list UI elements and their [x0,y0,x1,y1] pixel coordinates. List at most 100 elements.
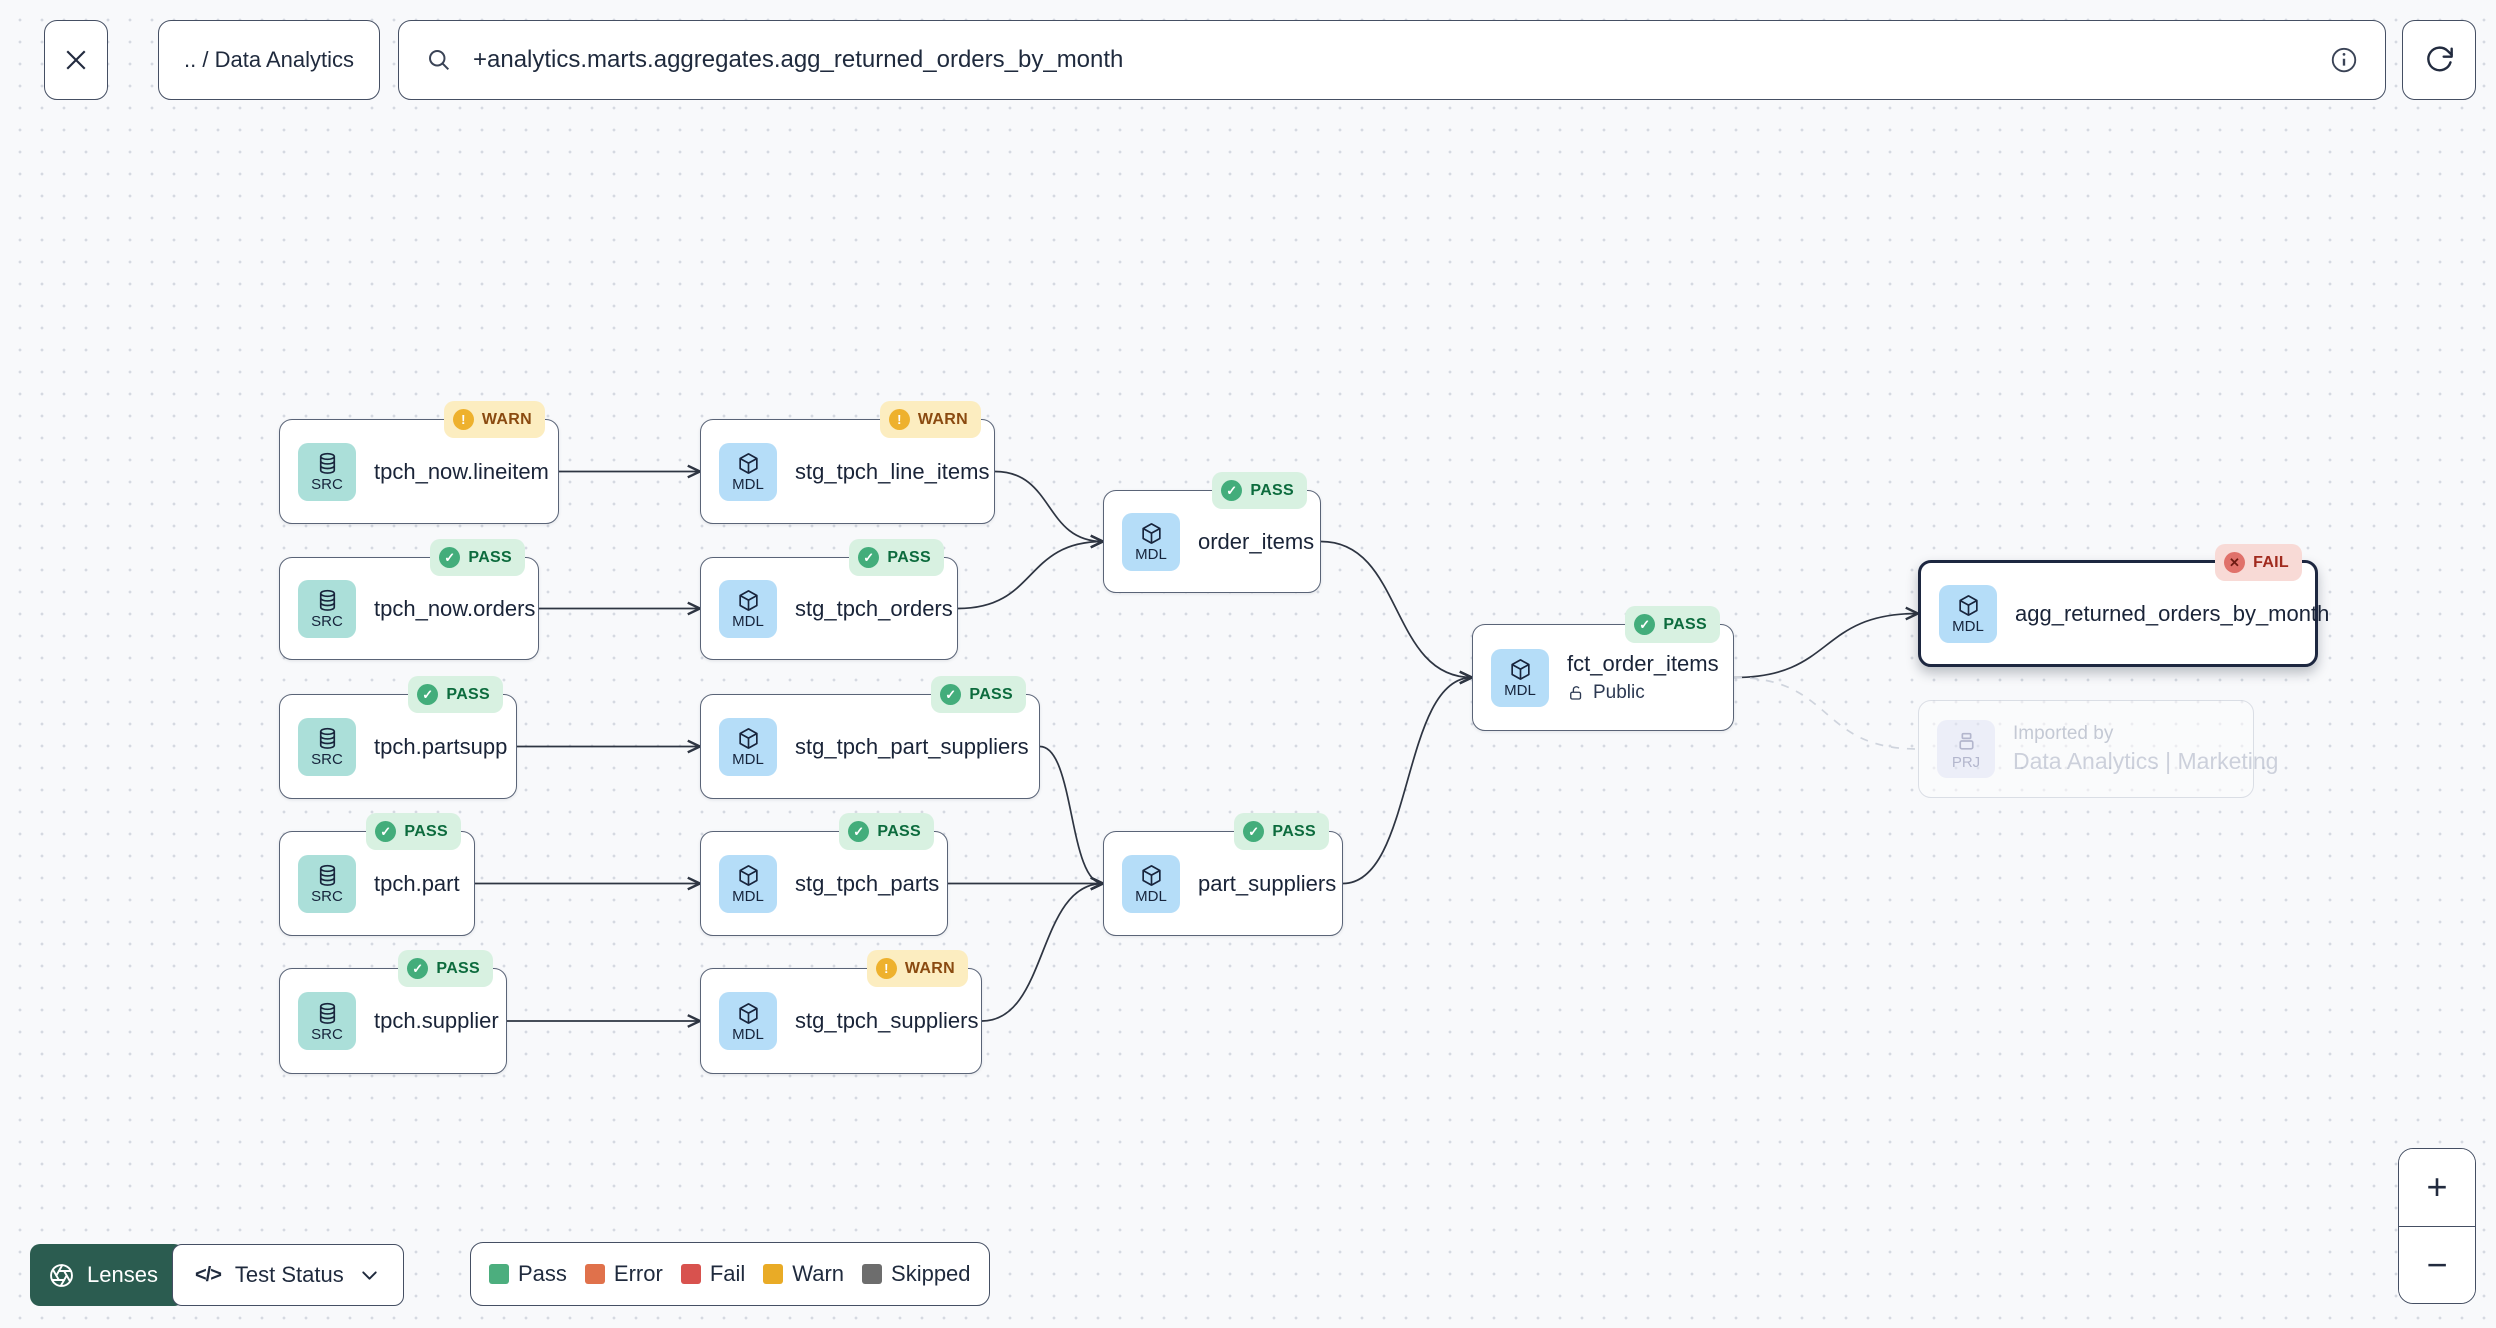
node-stg_tpch_orders[interactable]: MDL stg_tpch_orders ✓PASS [700,539,958,660]
status-badge-pass: ✓PASS [1212,472,1307,509]
node-text: tpch.part [374,870,460,897]
mdl-icon: MDL [1491,648,1549,707]
node-title: tpch_now.lineitem [374,458,549,484]
status-dot-icon: ✓ [407,958,429,979]
status-badge-pass: ✓PASS [1625,606,1720,643]
node-text: tpch.partsupp [374,734,507,760]
node-text: stg_tpch_parts [795,870,940,897]
status-badge-warn: !WARN [443,401,545,438]
prj-icon: PRJ [1937,720,1995,778]
status-dot-icon: ! [452,409,474,430]
node-title: stg_tpch_suppliers [795,1008,979,1033]
aperture-icon [48,1262,75,1289]
zoom-controls: + − [2398,1148,2476,1304]
legend-swatch [489,1264,509,1284]
status-dot-icon: ✓ [417,684,439,705]
search-icon [425,46,453,74]
mdl-icon: MDL [719,442,777,501]
node-title: order_items [1198,528,1315,554]
node-text: agg_returned_orders_by_month [2015,601,2329,627]
node-title: tpch.part [374,870,460,896]
status-dot-icon: ✕ [2224,552,2246,573]
status-dot-icon: ✓ [1243,821,1265,842]
legend-label: Fail [709,1261,746,1286]
breadcrumb-label: .. / Data Analytics [184,47,354,72]
src-icon: SRC [298,717,356,776]
status-dot-icon: ✓ [1221,480,1243,501]
mdl-icon: MDL [719,579,777,638]
src-icon: SRC [298,854,356,913]
lens-selector-dropdown[interactable]: </> Test Status [171,1244,404,1306]
status-badge-pass: ✓PASS [931,676,1026,713]
node-tpch_partsupp[interactable]: SRC tpch.partsupp ✓PASS [279,676,517,799]
node-stg_tpch_line_items[interactable]: MDL stg_tpch_line_items !WARN [700,401,995,524]
status-badge-pass: ✓PASS [366,813,461,850]
close-button[interactable] [44,20,108,100]
node-text: order_items [1198,528,1315,555]
status-badge-pass: ✓PASS [398,950,493,987]
legend-swatch [680,1264,701,1284]
lenses-button[interactable]: Lenses [30,1244,184,1306]
node-text: stg_tpch_line_items [795,459,989,485]
node-text: stg_tpch_suppliers [795,1008,979,1034]
status-dot-icon: ✓ [858,547,880,568]
status-dot-icon: ✓ [439,547,461,568]
node-title: fct_order_items [1567,651,1719,676]
status-badge-warn: !WARN [879,401,981,438]
node-agg_returned_orders_by_month[interactable]: MDL agg_returned_orders_by_month ✕FAIL [1918,544,2329,667]
legend-label: Error [613,1261,663,1286]
node-title: stg_tpch_orders [795,595,953,621]
search-input[interactable] [471,45,2311,75]
search-bar[interactable] [398,20,2386,100]
status-dot-icon: ! [888,409,910,430]
info-icon[interactable] [2329,45,2359,75]
lens-selector-label: Test Status [234,1262,344,1287]
status-badge-fail: ✕FAIL [2215,544,2302,581]
mdl-icon: MDL [1122,512,1180,571]
legend-swatch [584,1264,605,1284]
refresh-icon [2423,44,2455,76]
node-tpch_part[interactable]: SRC tpch.part ✓PASS [279,813,475,936]
status-dot-icon: ✓ [848,821,870,842]
node-title: stg_tpch_parts [795,870,940,896]
legend-item-pass: Pass [489,1261,567,1287]
zoom-out-button[interactable]: − [2399,1225,2475,1303]
status-badge-pass: ✓PASS [849,539,944,576]
code-icon: </> [194,1263,222,1286]
node-order_items[interactable]: MDL order_items ✓PASS [1103,472,1321,593]
zoom-in-button[interactable]: + [2399,1149,2475,1226]
status-badge-pass: ✓PASS [408,676,503,713]
breadcrumb[interactable]: .. / Data Analytics [158,20,380,100]
node-sublabel: Data Analytics | Marketing [2013,748,2279,774]
node-title: stg_tpch_part_suppliers [795,733,1029,759]
node-text: tpch_now.lineitem [374,458,549,485]
status-dot-icon: ✓ [940,684,962,705]
status-badge-pass: ✓PASS [430,539,525,576]
mdl-icon: MDL [1939,584,1997,643]
node-sublabel: Public [1567,682,1715,704]
node-text: stg_tpch_orders [795,595,953,622]
close-icon [61,45,91,75]
src-icon: SRC [298,579,356,638]
legend-label: Skipped [891,1261,971,1286]
chevron-down-icon [358,1264,381,1287]
mdl-icon: MDL [1122,854,1180,913]
unlock-icon [1567,684,1585,702]
status-badge-warn: !WARN [866,950,968,987]
status-badge-pass: ✓PASS [839,813,934,850]
refresh-button[interactable] [2402,20,2476,100]
status-dot-icon: ✓ [1634,614,1656,635]
node-title: tpch.supplier [374,1008,499,1033]
